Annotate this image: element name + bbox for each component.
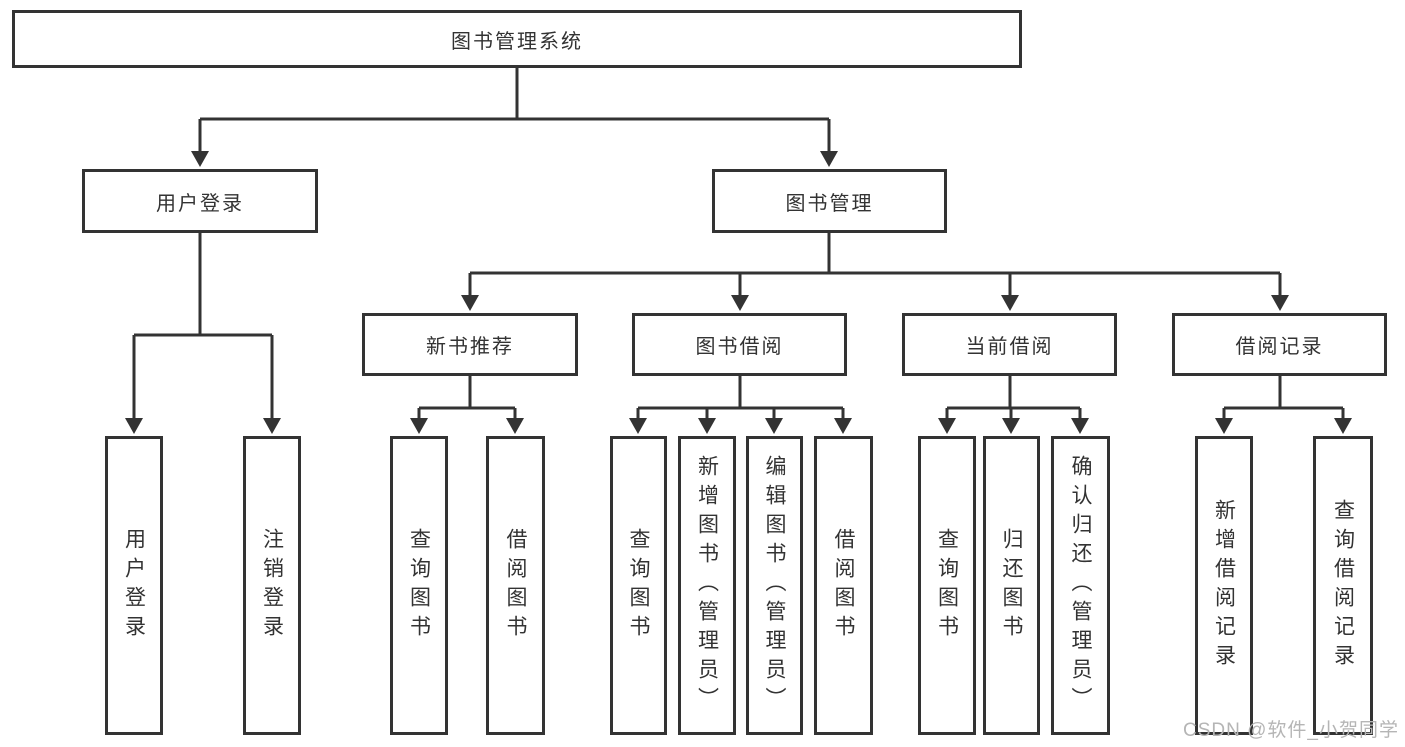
- leaf-query-books-current-label: 查询图书: [935, 527, 959, 644]
- leaf-confirm-return-admin-label: 确认归还（管理员）: [1069, 455, 1092, 716]
- leaf-add-borrow-record-label: 新增借阅记录: [1212, 498, 1236, 673]
- node-book-management: 图书管理: [712, 169, 947, 233]
- leaf-add-borrow-record: 新增借阅记录: [1195, 436, 1253, 735]
- node-current-borrow-label: 当前借阅: [965, 336, 1054, 358]
- leaf-return-books: 归还图书: [983, 436, 1040, 735]
- leaf-add-books-admin-label: 新增图书（管理员）: [695, 455, 719, 716]
- node-user-login-label: 用户登录: [156, 192, 244, 215]
- leaf-confirm-return-admin: 确认归还（管理员）: [1051, 436, 1110, 735]
- leaf-query-books-recommend-label: 查询图书: [407, 527, 431, 644]
- leaf-query-borrow-record: 查询借阅记录: [1313, 436, 1373, 735]
- leaf-logout-label: 注销登录: [260, 527, 284, 644]
- leaf-borrow-books: 借阅图书: [814, 436, 873, 735]
- node-borrow-records-label: 借阅记录: [1235, 336, 1324, 358]
- leaf-return-books-label: 归还图书: [1000, 527, 1023, 644]
- node-new-book-recommend-label: 新书推荐: [426, 336, 514, 358]
- node-book-borrow: 图书借阅: [632, 313, 847, 376]
- arrowheads: [125, 151, 1352, 434]
- leaf-borrow-books-recommend: 借阅图书: [486, 436, 545, 735]
- node-book-borrow-label: 图书借阅: [695, 336, 784, 358]
- node-book-management-label: 图书管理: [785, 192, 874, 215]
- leaf-add-books-admin: 新增图书（管理员）: [678, 436, 736, 735]
- watermark: CSDN @软件_小贺同学: [1183, 720, 1399, 741]
- leaf-query-books-recommend: 查询图书: [390, 436, 448, 735]
- node-root-label: 图书管理系统: [451, 30, 583, 53]
- leaf-query-books-current: 查询图书: [918, 436, 976, 735]
- leaf-borrow-books-label: 借阅图书: [832, 527, 855, 644]
- leaf-user-login-label: 用户登录: [122, 527, 146, 644]
- leaf-edit-books-admin-label: 编辑图书（管理员）: [763, 455, 786, 716]
- leaf-edit-books-admin: 编辑图书（管理员）: [746, 436, 803, 735]
- leaf-query-books-borrow: 查询图书: [610, 436, 667, 735]
- node-user-login: 用户登录: [82, 169, 318, 233]
- leaf-borrow-books-recommend-label: 借阅图书: [504, 527, 527, 644]
- leaf-query-books-borrow-label: 查询图书: [627, 527, 650, 644]
- node-new-book-recommend: 新书推荐: [362, 313, 578, 376]
- node-root: 图书管理系统: [12, 10, 1022, 68]
- node-borrow-records: 借阅记录: [1172, 313, 1387, 376]
- node-current-borrow: 当前借阅: [902, 313, 1117, 376]
- leaf-user-login: 用户登录: [105, 436, 163, 735]
- leaf-logout: 注销登录: [243, 436, 301, 735]
- leaf-query-borrow-record-label: 查询借阅记录: [1331, 498, 1355, 673]
